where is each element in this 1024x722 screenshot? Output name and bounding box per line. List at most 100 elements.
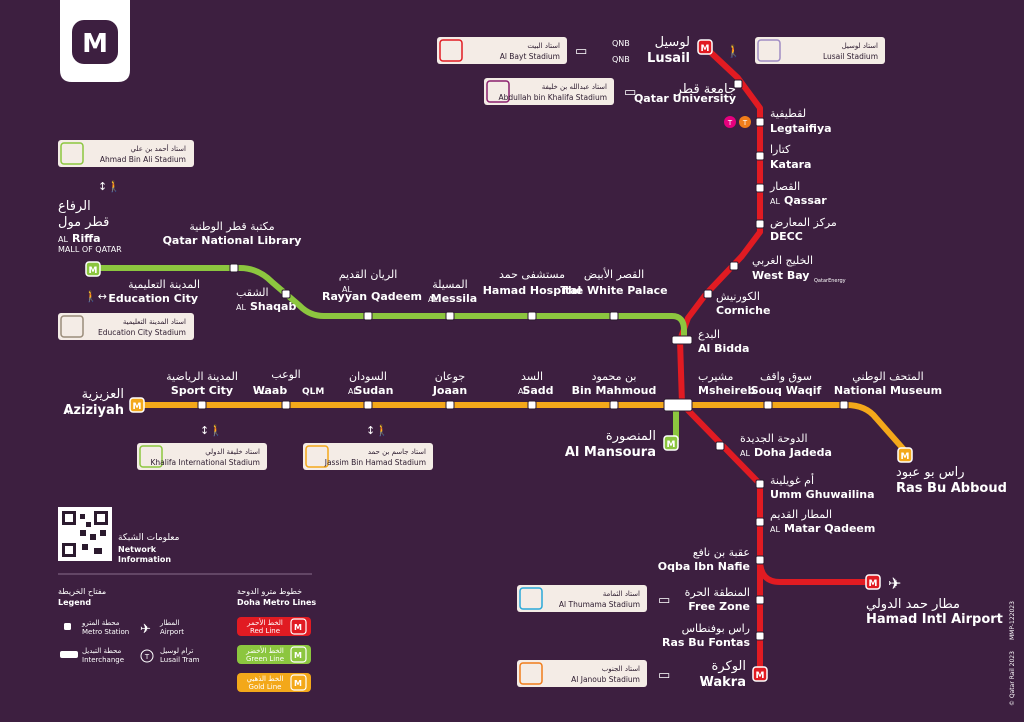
station-marker-legtaifiya — [755, 117, 765, 127]
label-ras-bu-fontas-en: Ras Bu Fontas — [662, 636, 750, 649]
red-line-airport-branch — [757, 559, 872, 585]
svg-text:Jassim Bin Hamad Stadium: Jassim Bin Hamad Stadium — [324, 458, 426, 467]
stadium-card-jassim-bin-hamad[interactable]: استاد جاسم بن حمد Jassim Bin Hamad Stadi… — [303, 443, 433, 470]
interchange-bidda — [671, 335, 693, 345]
label-white-palace-ar: القصر الأبيض — [584, 267, 644, 281]
station-marker-messila — [445, 311, 455, 321]
terminus-aziziyah-badge: M — [129, 397, 145, 413]
station-marker-ras-bu-fontas — [755, 631, 765, 641]
legend-gold-line: M الخط الذهبي Gold Line — [237, 673, 311, 692]
stadium-card-lusail[interactable]: استاد لوسيل Lusail Stadium — [755, 37, 885, 64]
legend-tram-ar: ترام لوسيل — [160, 647, 193, 655]
bus-icon-janoub: ▭ — [658, 668, 670, 683]
legend-airport-en: Airport — [160, 628, 184, 636]
legend-airport-ar: المطار — [159, 619, 179, 627]
network-info-en2: Information — [118, 555, 171, 564]
label-sadd-ar: السد — [521, 370, 543, 383]
network-info-en1: Network — [118, 545, 157, 554]
legend-title-en: Legend — [58, 598, 91, 607]
stadium-card-khalifa-international[interactable]: استاد خليفة الدولي Khalifa International… — [137, 443, 267, 470]
svg-text:Al Janoub Stadium: Al Janoub Stadium — [571, 675, 640, 684]
label-qatar-university-en: Qatar University — [634, 92, 736, 105]
label-joaan-ar: جوعان — [435, 370, 465, 383]
stadium-card-al-bayt[interactable]: استاد البيت Al Bayt Stadium — [437, 37, 567, 64]
bus-icon-al-bayt: ▭ — [575, 44, 587, 59]
doha-metro-logo-icon[interactable]: M — [60, 0, 130, 82]
svg-text:M: M — [869, 579, 878, 589]
stadium-card-al-thumama[interactable]: استاد الثمامة Al Thumama Stadium — [517, 585, 647, 612]
label-qassar-prefix: AL — [770, 197, 780, 206]
legend-red-line: M الخط الأحمر Red Line — [237, 617, 311, 636]
label-waab-en: Waab — [253, 384, 288, 397]
label-hamad-hospital-en: Hamad Hospital — [483, 284, 582, 297]
legend-lines-title-en: Doha Metro Lines — [237, 598, 316, 607]
label-qatarenergy: QatarEnergy — [814, 278, 846, 284]
svg-text:Red Line: Red Line — [250, 627, 280, 635]
label-free-zone-ar: المنطقة الحرة — [685, 586, 750, 599]
label-mall-of-qatar-en: MALL OF QATAR — [58, 245, 122, 254]
svg-text:الخط الذهبي: الخط الذهبي — [247, 675, 284, 683]
svg-text:M: M — [294, 623, 302, 632]
label-souq-waqif-en: Souq Waqif — [751, 384, 822, 397]
label-waab-prefix: AL — [256, 387, 266, 396]
station-marker-hamad-hospital — [527, 311, 537, 321]
label-doha-jadeda-en: Doha Jadeda — [754, 446, 832, 459]
station-marker-white-palace — [609, 311, 619, 321]
walk-icon-lusail: 🚶 — [726, 44, 741, 58]
label-riffa-en: Riffa — [72, 232, 101, 245]
label-sport-city-ar: المدينة الرياضية — [166, 370, 238, 383]
legend-station-en: Metro Station — [82, 628, 129, 636]
label-ras-bu-fontas-ar: راس بوفنطاس — [682, 622, 750, 635]
label-decc-ar: مركز المعارض — [770, 216, 837, 229]
label-lusail-ar: لوسيل — [655, 35, 690, 50]
svg-text:استاد عبدالله بن خليفة: استاد عبدالله بن خليفة — [542, 83, 607, 91]
label-education-city-en: Education City — [108, 292, 198, 305]
label-legtaifiya-ar: لقطيفية — [770, 107, 806, 120]
svg-text:M: M — [133, 402, 142, 412]
qr-code[interactable] — [58, 507, 112, 561]
gold-line-stations — [197, 400, 849, 410]
label-westbay-en: West Bay — [752, 269, 809, 282]
legend-airport-icon: ✈ — [140, 622, 151, 637]
walk-icon-ahmad: ↕🚶 — [98, 180, 121, 193]
bus-icon-thumama: ▭ — [658, 593, 670, 608]
station-marker-sadd — [527, 400, 537, 410]
label-doha-jadeda-prefix: AL — [740, 449, 750, 458]
label-katara-ar: كتارا — [770, 143, 791, 156]
svg-text:Khalifa International Stadium: Khalifa International Stadium — [150, 458, 260, 467]
station-marker-bin-mahmoud — [609, 400, 619, 410]
label-national-museum-ar: المتحف الوطني — [852, 370, 923, 383]
label-wakra-en: Wakra — [700, 675, 746, 690]
stadium-card-abdullah-bin-khalifa[interactable]: استاد عبدالله بن خليفة Abdullah bin Khal… — [484, 78, 614, 105]
station-marker-rayyan-qadeem — [363, 311, 373, 321]
station-marker-katara — [755, 151, 765, 161]
legend-interchange-en: Interchange — [82, 656, 124, 664]
label-qassar-ar: القصار — [769, 180, 800, 193]
label-umm-ghuwailina-ar: أم غويلينة — [770, 473, 814, 487]
label-aziziyah-ar: العزيزية — [82, 387, 124, 402]
stadium-card-al-janoub[interactable]: استاد الجنوب Al Janoub Stadium — [517, 660, 647, 687]
label-souq-waqif-ar: سوق واقف — [760, 370, 812, 383]
label-decc-en: DECC — [770, 230, 803, 243]
svg-text:الخط الأحمر: الخط الأحمر — [246, 618, 283, 627]
label-westbay-ar: الخليج الغربي — [752, 254, 813, 267]
label-shaqab-prefix: AL — [236, 303, 246, 312]
label-sudan-prefix: AL — [348, 387, 358, 396]
svg-text:M: M — [89, 266, 98, 276]
green-line-stations — [229, 263, 619, 321]
stadium-card-ahmad-bin-ali[interactable]: استاد أحمد بن علي Ahmad Bin Ali Stadium — [58, 140, 194, 167]
svg-text:Lusail Stadium: Lusail Stadium — [823, 52, 878, 61]
terminus-wakra-badge: M — [752, 666, 768, 682]
walk-icon-khalifa: ↕🚶 — [200, 424, 223, 437]
label-ras-bu-abboud-en: Ras Bu Abboud — [896, 481, 1007, 496]
label-qlm: QLM — [302, 387, 324, 397]
label-aziziyah-en: Aziziyah — [63, 403, 124, 418]
label-rayyan-ar: الريان القديم — [339, 268, 398, 281]
svg-text:M: M — [294, 679, 302, 688]
label-katara-en: Katara — [770, 158, 811, 171]
legend-station-ar: محطة المترو — [81, 619, 120, 627]
legend-interchange-marker — [60, 651, 78, 658]
label-riffa-ar: الرفاع — [58, 199, 91, 214]
stadium-card-education-city[interactable]: استاد المدينة التعليمية Education City S… — [58, 313, 194, 340]
